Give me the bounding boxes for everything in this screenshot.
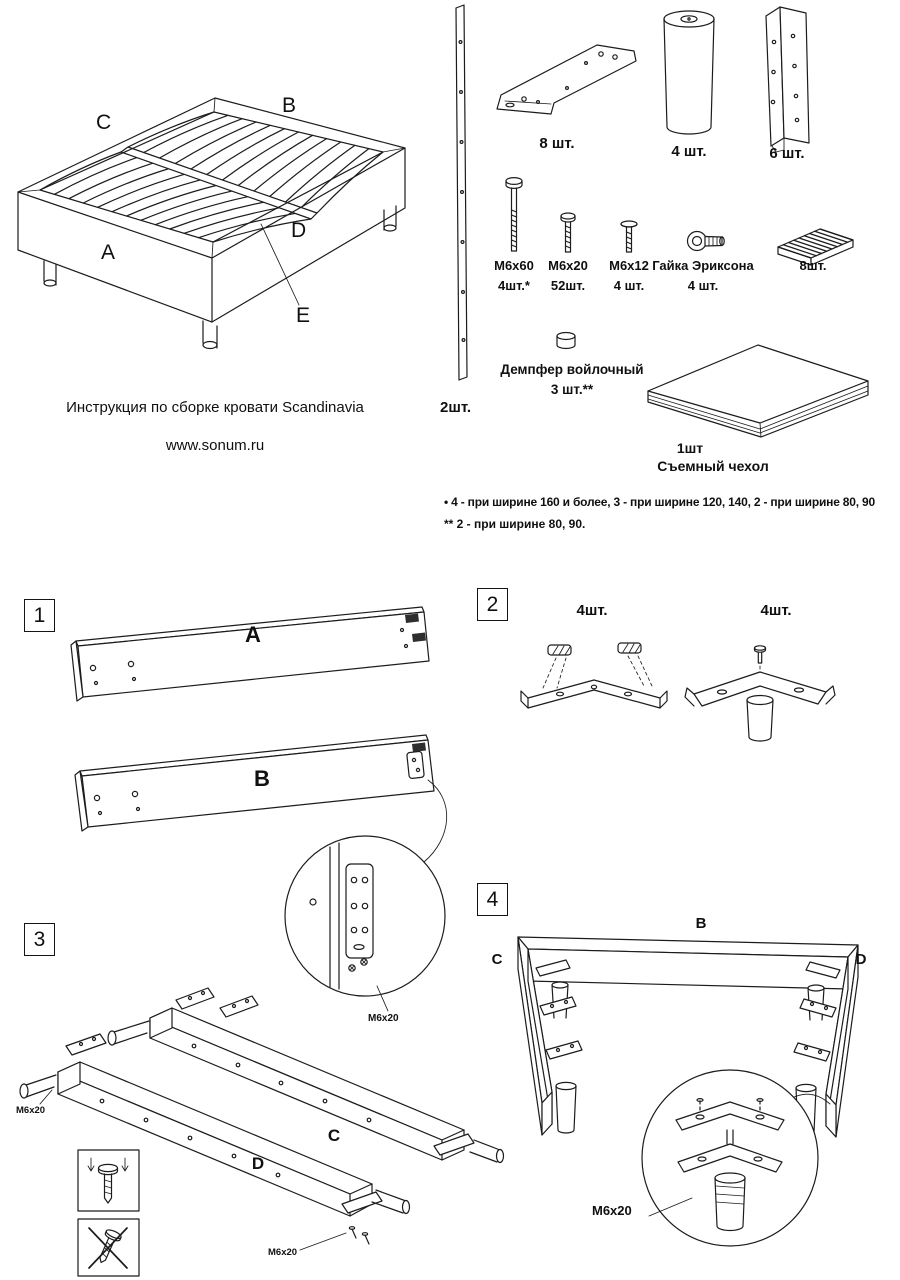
step2-number: 2 [477, 588, 508, 621]
step4-diagram [517, 936, 859, 1247]
leg-qty: 4 шт. [671, 143, 707, 160]
bolt-m6x60 [505, 177, 523, 252]
step1-number: 1 [24, 599, 55, 632]
bolt-m6x20 [560, 212, 576, 253]
bolt1-name: М6х60 [494, 258, 534, 273]
bed-assembled-diagram [17, 97, 406, 350]
bed-legs [43, 205, 397, 350]
step2-qty-right: 4шт. [760, 602, 792, 619]
step3-bolt-label-left: М6х20 [16, 1105, 46, 1116]
step3-rail-c-label: C [327, 1126, 341, 1145]
step3-loose-bolts [348, 1226, 370, 1245]
corner-qty: 6 шт. [769, 145, 805, 162]
leg-part [663, 10, 715, 135]
nut-name: Гайка Эриксона [652, 258, 754, 273]
pad-qty: 8шт. [799, 258, 827, 273]
page-title: Инструкция по сборке кровати Scandinavia [66, 399, 364, 416]
footnote-2: ** 2 - при ширине 80, 90. [444, 517, 586, 531]
step1-panel-a-label: A [245, 622, 261, 647]
slat-holder-part [777, 228, 854, 266]
step4-number: 4 [477, 883, 508, 916]
bed-label-a: A [101, 241, 116, 264]
cover-name: Съемный чехол [657, 458, 769, 474]
cover-qty: 1шт [676, 440, 704, 456]
screw-wrong-icon [77, 1218, 140, 1277]
step4-bolt-label: М6х20 [592, 1203, 632, 1218]
bolt3-qty: 4 шт. [613, 278, 645, 293]
step2-diagram [520, 642, 836, 742]
bolt-m6x12 [620, 220, 638, 253]
step3-rail-d-label: D [251, 1154, 265, 1173]
step1-panel-b-label: B [254, 766, 270, 791]
website-link: www.sonum.ru [165, 437, 265, 454]
screw-correct-icon [77, 1149, 140, 1212]
step3-diagram [19, 987, 505, 1277]
bed-label-d: D [291, 219, 307, 242]
bracket-qty: 8 шт. [539, 135, 575, 152]
nut-qty: 4 шт. [687, 278, 719, 293]
step1-detail-callout [284, 779, 448, 1012]
erikson-nut [686, 230, 725, 252]
bed-label-c: C [96, 111, 112, 134]
bolt3-name: М6х12 [609, 258, 649, 273]
bolt2-qty: 52шт. [550, 278, 586, 293]
felt-damper-icon [556, 331, 576, 350]
side-rail-part [455, 4, 468, 381]
bed-label-e: E [296, 304, 311, 327]
bolt1-qty: 4шт.* [498, 278, 530, 293]
step4-label-d: D [855, 951, 867, 968]
damper-name: Демпфер войлочный [500, 362, 644, 377]
step4-label-b: B [695, 915, 707, 932]
footnote-1: • 4 - при ширине 160 и более, 3 - при ши… [444, 495, 875, 509]
step4-label-c: C [491, 951, 503, 968]
step2-dampers-to-bracket [520, 642, 668, 709]
rail-qty: 2шт. [440, 399, 472, 416]
removable-cover [647, 344, 869, 438]
step3-bolt-label-bottom: М6х20 [268, 1247, 298, 1258]
corner-angle-part [765, 6, 810, 153]
step2-qty-left: 4шт. [576, 602, 608, 619]
corner-bracket-part [496, 44, 637, 115]
damper-qty: 3 шт.** [550, 382, 594, 397]
bolt2-name: М6х20 [548, 258, 588, 273]
step1-bolt-label: М6х20 [368, 1013, 399, 1024]
bed-label-b: B [282, 94, 297, 117]
step2-leg-to-bracket [684, 645, 836, 742]
step1-panels [70, 606, 435, 832]
step3-number: 3 [24, 923, 55, 956]
